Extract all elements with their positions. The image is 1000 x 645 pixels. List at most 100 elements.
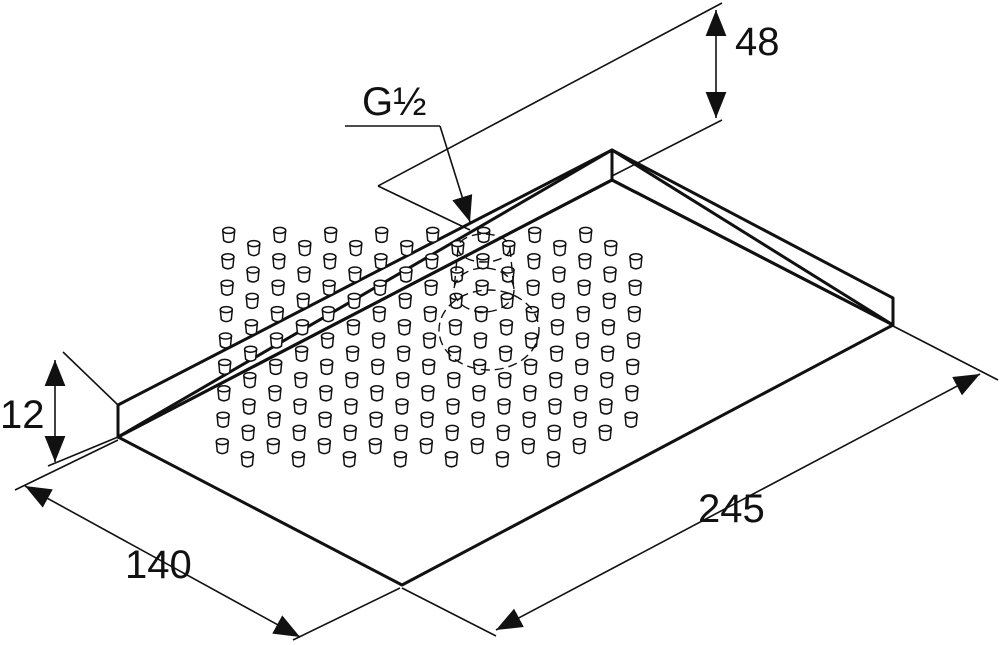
nozzle	[268, 358, 283, 376]
extension-line-width-left	[14, 439, 119, 491]
nozzle	[318, 411, 332, 428]
plate-thickness-label: 12	[0, 393, 45, 437]
nozzle	[371, 332, 386, 349]
extension-line-mid	[611, 119, 723, 177]
nozzle	[369, 411, 383, 428]
nozzle	[574, 358, 589, 376]
nozzle	[548, 398, 562, 415]
nozzle	[267, 411, 281, 428]
nozzle	[471, 411, 485, 428]
nozzle	[266, 437, 281, 455]
nozzle	[625, 358, 640, 376]
nozzle	[626, 332, 641, 349]
nozzle	[546, 451, 561, 468]
nozzle	[215, 437, 230, 455]
nozzle	[317, 437, 332, 455]
nozzle	[549, 345, 564, 362]
nozzle	[323, 253, 337, 270]
nozzle	[628, 279, 642, 296]
nozzle	[422, 332, 437, 349]
nozzle	[271, 279, 285, 296]
nozzle	[243, 345, 258, 362]
width-label: 140	[125, 543, 192, 587]
nozzle	[400, 239, 414, 257]
nozzle	[526, 279, 540, 296]
nozzle	[625, 385, 639, 402]
nozzle	[370, 385, 384, 402]
connector-base-ellipse	[438, 289, 540, 371]
nozzle	[294, 345, 309, 362]
nozzle	[576, 305, 591, 323]
nozzle	[216, 411, 230, 428]
nozzle	[445, 424, 459, 442]
nozzle	[421, 358, 436, 376]
nozzle	[425, 253, 439, 270]
nozzle	[345, 371, 359, 389]
nozzle	[521, 437, 536, 455]
nozzle	[346, 319, 361, 336]
nozzle	[294, 371, 308, 389]
nozzle	[497, 398, 511, 415]
plate-thickness-dimension: 12	[0, 351, 119, 467]
nozzle	[292, 424, 306, 442]
nozzle	[322, 279, 336, 296]
nozzle	[217, 385, 231, 402]
nozzle	[419, 437, 434, 455]
nozzle	[473, 332, 488, 349]
plate-inner-back-edge	[117, 178, 613, 439]
extension-line-length-back	[892, 325, 999, 381]
nozzle	[472, 385, 486, 402]
nozzle	[447, 371, 461, 389]
nozzle	[323, 226, 338, 244]
nozzle	[220, 279, 234, 296]
nozzle	[598, 424, 612, 442]
nozzle	[474, 305, 489, 323]
nozzle	[296, 292, 310, 310]
extension-line-upper	[377, 2, 723, 187]
nozzle	[368, 437, 383, 455]
nozzle	[374, 226, 389, 244]
nozzle	[221, 253, 235, 270]
nozzle	[268, 385, 282, 402]
nozzle	[321, 305, 336, 323]
nozzle	[270, 305, 285, 323]
nozzle	[472, 358, 487, 376]
nozzle	[396, 345, 411, 362]
nozzle	[343, 424, 357, 442]
nozzle	[599, 398, 613, 415]
nozzle	[498, 345, 513, 362]
nozzle	[298, 239, 312, 257]
nozzle	[372, 305, 387, 323]
nozzle	[498, 371, 512, 389]
nozzle	[476, 226, 491, 244]
nozzle	[601, 319, 616, 336]
nozzle	[424, 279, 438, 296]
nozzle	[244, 319, 259, 336]
nozzle	[217, 358, 232, 376]
nozzle	[578, 226, 593, 244]
connector-right-edge	[509, 247, 515, 291]
nozzle	[600, 371, 614, 389]
nozzle	[373, 279, 387, 296]
nozzle	[421, 385, 435, 402]
nozzle	[446, 398, 460, 415]
thread-label: G½	[362, 80, 426, 124]
nozzle	[447, 345, 462, 362]
extension-line-top	[62, 351, 119, 406]
nozzle	[551, 292, 565, 310]
extension-line-lower	[377, 185, 471, 231]
nozzle	[394, 424, 408, 442]
nozzle	[624, 411, 638, 428]
nozzle-height-dimension: 48	[377, 2, 780, 231]
extension-line-width-right	[292, 587, 401, 641]
nozzle	[221, 226, 236, 244]
nozzle	[627, 305, 642, 323]
nozzle	[420, 411, 434, 428]
nozzle	[347, 292, 361, 310]
nozzle	[345, 345, 360, 362]
nozzle	[349, 239, 363, 257]
nozzle	[395, 398, 409, 415]
connector-mid-ellipse	[453, 267, 515, 313]
nozzle	[450, 266, 464, 283]
hidden-connector	[438, 233, 540, 371]
